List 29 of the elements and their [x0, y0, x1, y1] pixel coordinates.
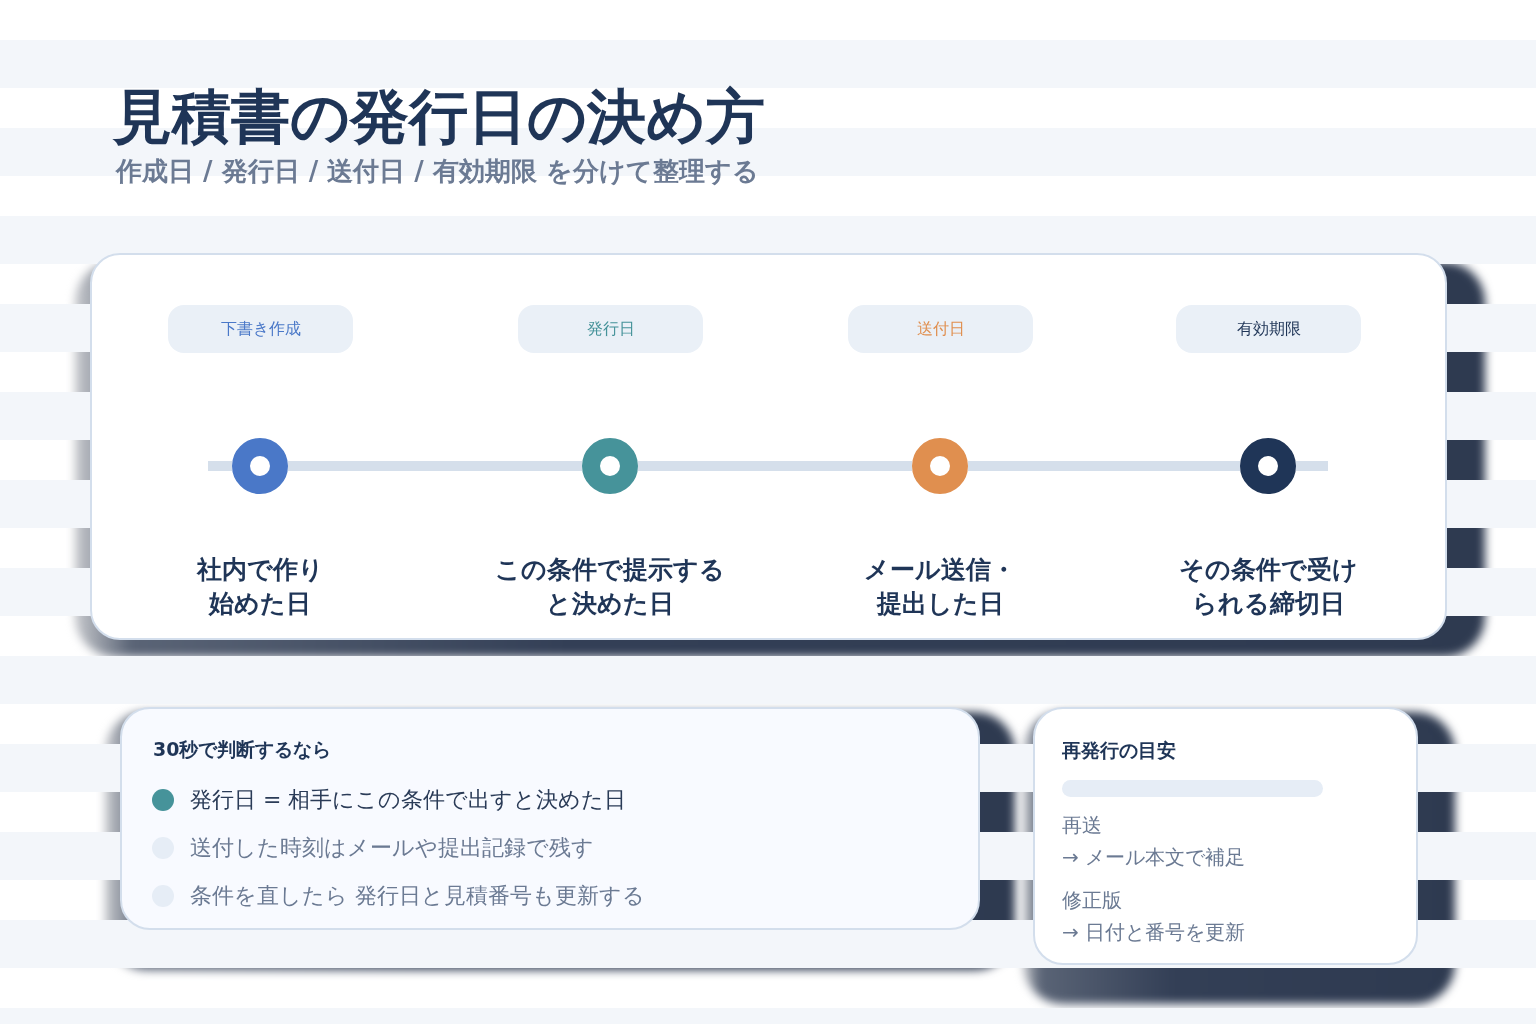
card-heading: 再発行の目安 [1062, 738, 1176, 763]
note-text: → メール本文で補足 [1062, 844, 1246, 871]
milestone-description: メール送信・提出した日 [863, 554, 1017, 620]
checklist-item: 条件を直したら 発行日と見積番号も更新する [190, 882, 645, 910]
summary-card [120, 707, 980, 930]
subtitle: 作成日 / 発行日 / 送付日 / 有効期限 を分けて整理する [116, 155, 759, 188]
checklist-item: 送付した時刻はメールや提出記録で残す [190, 834, 594, 862]
timeline-marker [582, 438, 638, 494]
milestone-description: その条件で受けられる締切日 [1178, 554, 1358, 620]
stage-tag: 有効期限 [1176, 305, 1361, 353]
title: 見積書の発行日の決め方 [113, 84, 765, 150]
timeline-marker [232, 438, 288, 494]
timeline-marker [912, 438, 968, 494]
milestone-description: 社内で作り始めた日 [195, 554, 325, 620]
note-text: → 日付と番号を更新 [1062, 919, 1246, 946]
timeline-connector [288, 461, 582, 471]
stage-tag: 送付日 [848, 305, 1033, 353]
checklist-item: 発行日 = 相手にこの条件で出すと決めた日 [190, 786, 627, 814]
note-text: 再送 [1062, 812, 1102, 839]
timeline-marker [1240, 438, 1296, 494]
milestone-description: この条件で提示すると決めた日 [495, 554, 725, 620]
note-text: 修正版 [1062, 887, 1122, 914]
card-heading: 30秒で判断するなら [153, 737, 332, 762]
timeline-connector [638, 461, 912, 471]
timeline-connector [968, 461, 1240, 471]
stage-tag: 発行日 [518, 305, 703, 353]
stage-tag: 下書き作成 [168, 305, 353, 353]
timeline-card [90, 253, 1447, 640]
reissue-card [1033, 707, 1418, 965]
